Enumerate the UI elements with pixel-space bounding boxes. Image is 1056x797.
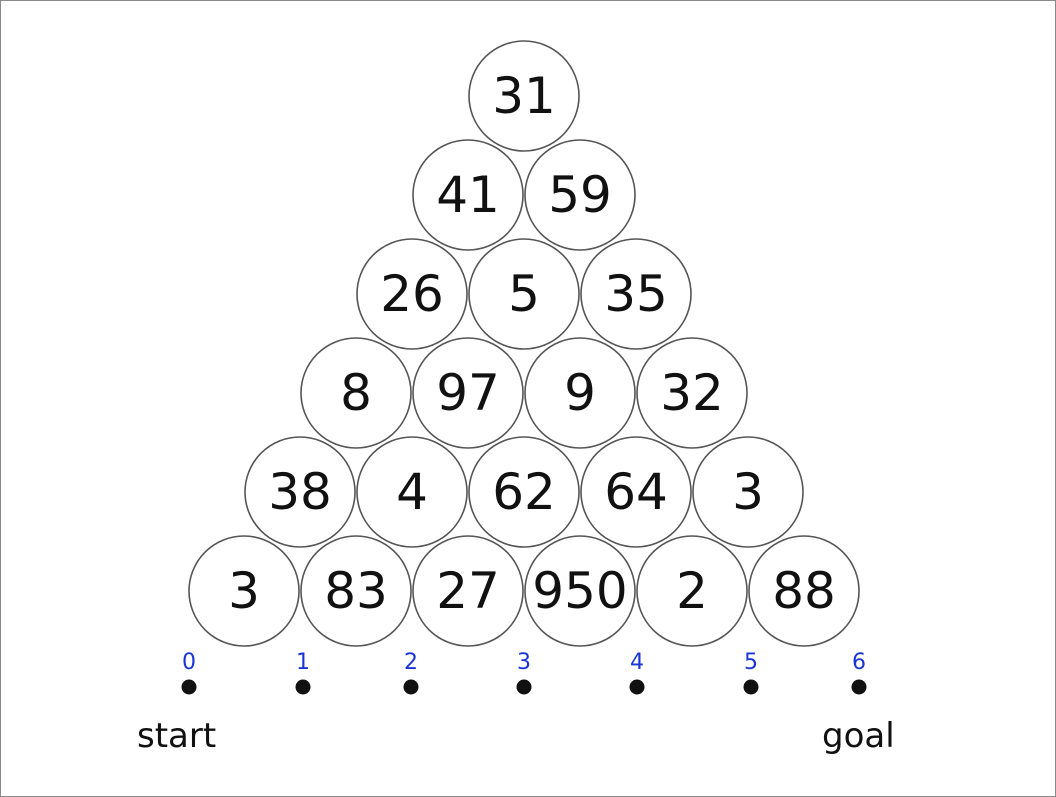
ball-r4-c4: 3 xyxy=(692,436,804,548)
ball-value: 5 xyxy=(508,265,540,323)
ball-value: 26 xyxy=(380,265,444,323)
position-number-1: 1 xyxy=(296,650,310,675)
ball-r5-c5: 88 xyxy=(748,535,860,647)
position-number-4: 4 xyxy=(630,650,644,675)
ball-circle xyxy=(412,535,524,647)
ball-circle xyxy=(748,535,860,647)
ball-circle xyxy=(524,337,636,449)
ball-circle xyxy=(412,337,524,449)
ball-value: 38 xyxy=(268,463,332,521)
ball-circle xyxy=(636,337,748,449)
ball-r3-c0: 8 xyxy=(300,337,412,449)
ball-value: 97 xyxy=(436,364,500,422)
ball-value: 59 xyxy=(548,166,612,224)
ball-value: 950 xyxy=(532,562,627,620)
ball-circle xyxy=(468,436,580,548)
ball-r5-c0: 3 xyxy=(188,535,300,647)
ball-value: 88 xyxy=(772,562,836,620)
position-dot-0 xyxy=(181,679,197,695)
ball-r4-c3: 64 xyxy=(580,436,692,548)
ball-r3-c3: 32 xyxy=(636,337,748,449)
ball-circle xyxy=(300,535,412,647)
ball-r4-c1: 4 xyxy=(356,436,468,548)
ball-value: 64 xyxy=(604,463,668,521)
ball-circle xyxy=(524,139,636,251)
ball-circle xyxy=(580,436,692,548)
ball-r4-c0: 38 xyxy=(244,436,356,548)
ball-value: 35 xyxy=(604,265,668,323)
start-label: start xyxy=(137,716,217,756)
position-number-0: 0 xyxy=(182,650,196,675)
ball-value: 4 xyxy=(396,463,428,521)
ball-value: 27 xyxy=(436,562,500,620)
ball-r5-c1: 83 xyxy=(300,535,412,647)
ball-circle xyxy=(524,535,636,647)
ball-value: 9 xyxy=(564,364,596,422)
ball-r3-c1: 97 xyxy=(412,337,524,449)
ball-r0-c0: 31 xyxy=(468,40,580,152)
position-dot-4 xyxy=(629,679,645,695)
ball-r1-c1: 59 xyxy=(524,139,636,251)
ball-circle xyxy=(356,436,468,548)
ball-value: 2 xyxy=(676,562,708,620)
ball-value: 3 xyxy=(732,463,764,521)
ball-r4-c2: 62 xyxy=(468,436,580,548)
position-number-3: 3 xyxy=(517,650,531,675)
ball-r5-c3: 950 xyxy=(524,535,636,647)
ball-circle xyxy=(412,139,524,251)
ball-circle xyxy=(468,238,580,350)
ball-value: 83 xyxy=(324,562,388,620)
ball-r2-c1: 5 xyxy=(468,238,580,350)
position-dot-6 xyxy=(851,679,867,695)
ball-value: 31 xyxy=(492,67,556,125)
ball-value: 41 xyxy=(436,166,500,224)
ball-value: 62 xyxy=(492,463,556,521)
ball-value: 8 xyxy=(340,364,372,422)
ball-r5-c2: 27 xyxy=(412,535,524,647)
position-number-2: 2 xyxy=(404,650,418,675)
position-dot-5 xyxy=(743,679,759,695)
ball-circle xyxy=(356,238,468,350)
ball-circle xyxy=(468,40,580,152)
position-dot-1 xyxy=(295,679,311,695)
ball-value: 32 xyxy=(660,364,724,422)
position-number-5: 5 xyxy=(744,650,758,675)
ball-circle xyxy=(580,238,692,350)
ball-r2-c0: 26 xyxy=(356,238,468,350)
position-dot-3 xyxy=(516,679,532,695)
goal-label: goal xyxy=(822,716,895,756)
ball-r2-c2: 35 xyxy=(580,238,692,350)
ball-circle xyxy=(244,436,356,548)
ball-circle xyxy=(300,337,412,449)
ball-circle xyxy=(636,535,748,647)
ball-value: 3 xyxy=(228,562,260,620)
position-dot-2 xyxy=(403,679,419,695)
ball-circle xyxy=(188,535,300,647)
position-number-6: 6 xyxy=(852,650,866,675)
ball-r1-c0: 41 xyxy=(412,139,524,251)
ball-circle xyxy=(692,436,804,548)
ball-r5-c4: 2 xyxy=(636,535,748,647)
ball-r3-c2: 9 xyxy=(524,337,636,449)
